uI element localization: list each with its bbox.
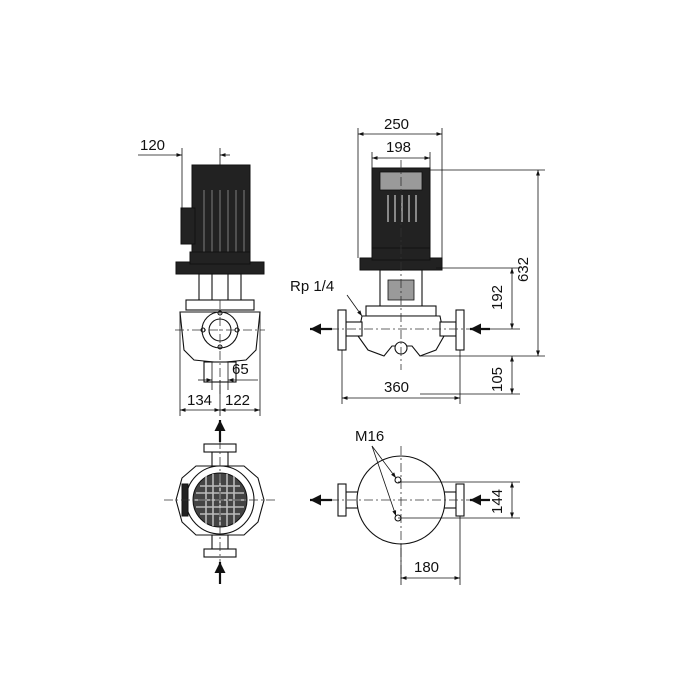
front-left-flange [337,309,347,351]
dim-front-overall-width-label: 250 [384,116,409,133]
side-terminal-box [180,207,196,245]
dim-front-upper-height-label: 192 [489,285,506,310]
bolt-thread-label: M16 [355,428,384,445]
dim-front-total-height-label: 632 [515,257,532,282]
side-motor-fins [203,190,245,252]
bolt-hole-top [394,476,402,484]
plan-view-right: M16 144 180 [310,428,520,585]
dim-side-width-left-label: 134 [187,392,212,409]
dim-plan-foot-width-label: 180 [414,559,439,576]
front-right-flange [455,309,465,351]
side-view: 120 65 134 122 [138,137,265,416]
dim-front-port-length-label: 360 [384,379,409,396]
side-coupling [198,273,242,305]
dim-front-lower-height-label: 105 [489,367,506,392]
dim-side-offset-label: 65 [232,361,249,378]
dim-front-motor-width-label: 198 [386,139,411,156]
plan-view-left [164,420,276,584]
dim-top-offset-label: 120 [140,137,165,154]
vent-thread-label: Rp 1/4 [290,278,334,295]
dim-side-width-right-label: 122 [225,392,250,409]
front-view: Rp 1/4 250 198 632 192 105 360 [290,116,545,404]
side-motor-body [191,164,251,254]
dim-plan-port-spacing-label: 144 [489,489,506,514]
front-motor-fins [387,195,417,222]
